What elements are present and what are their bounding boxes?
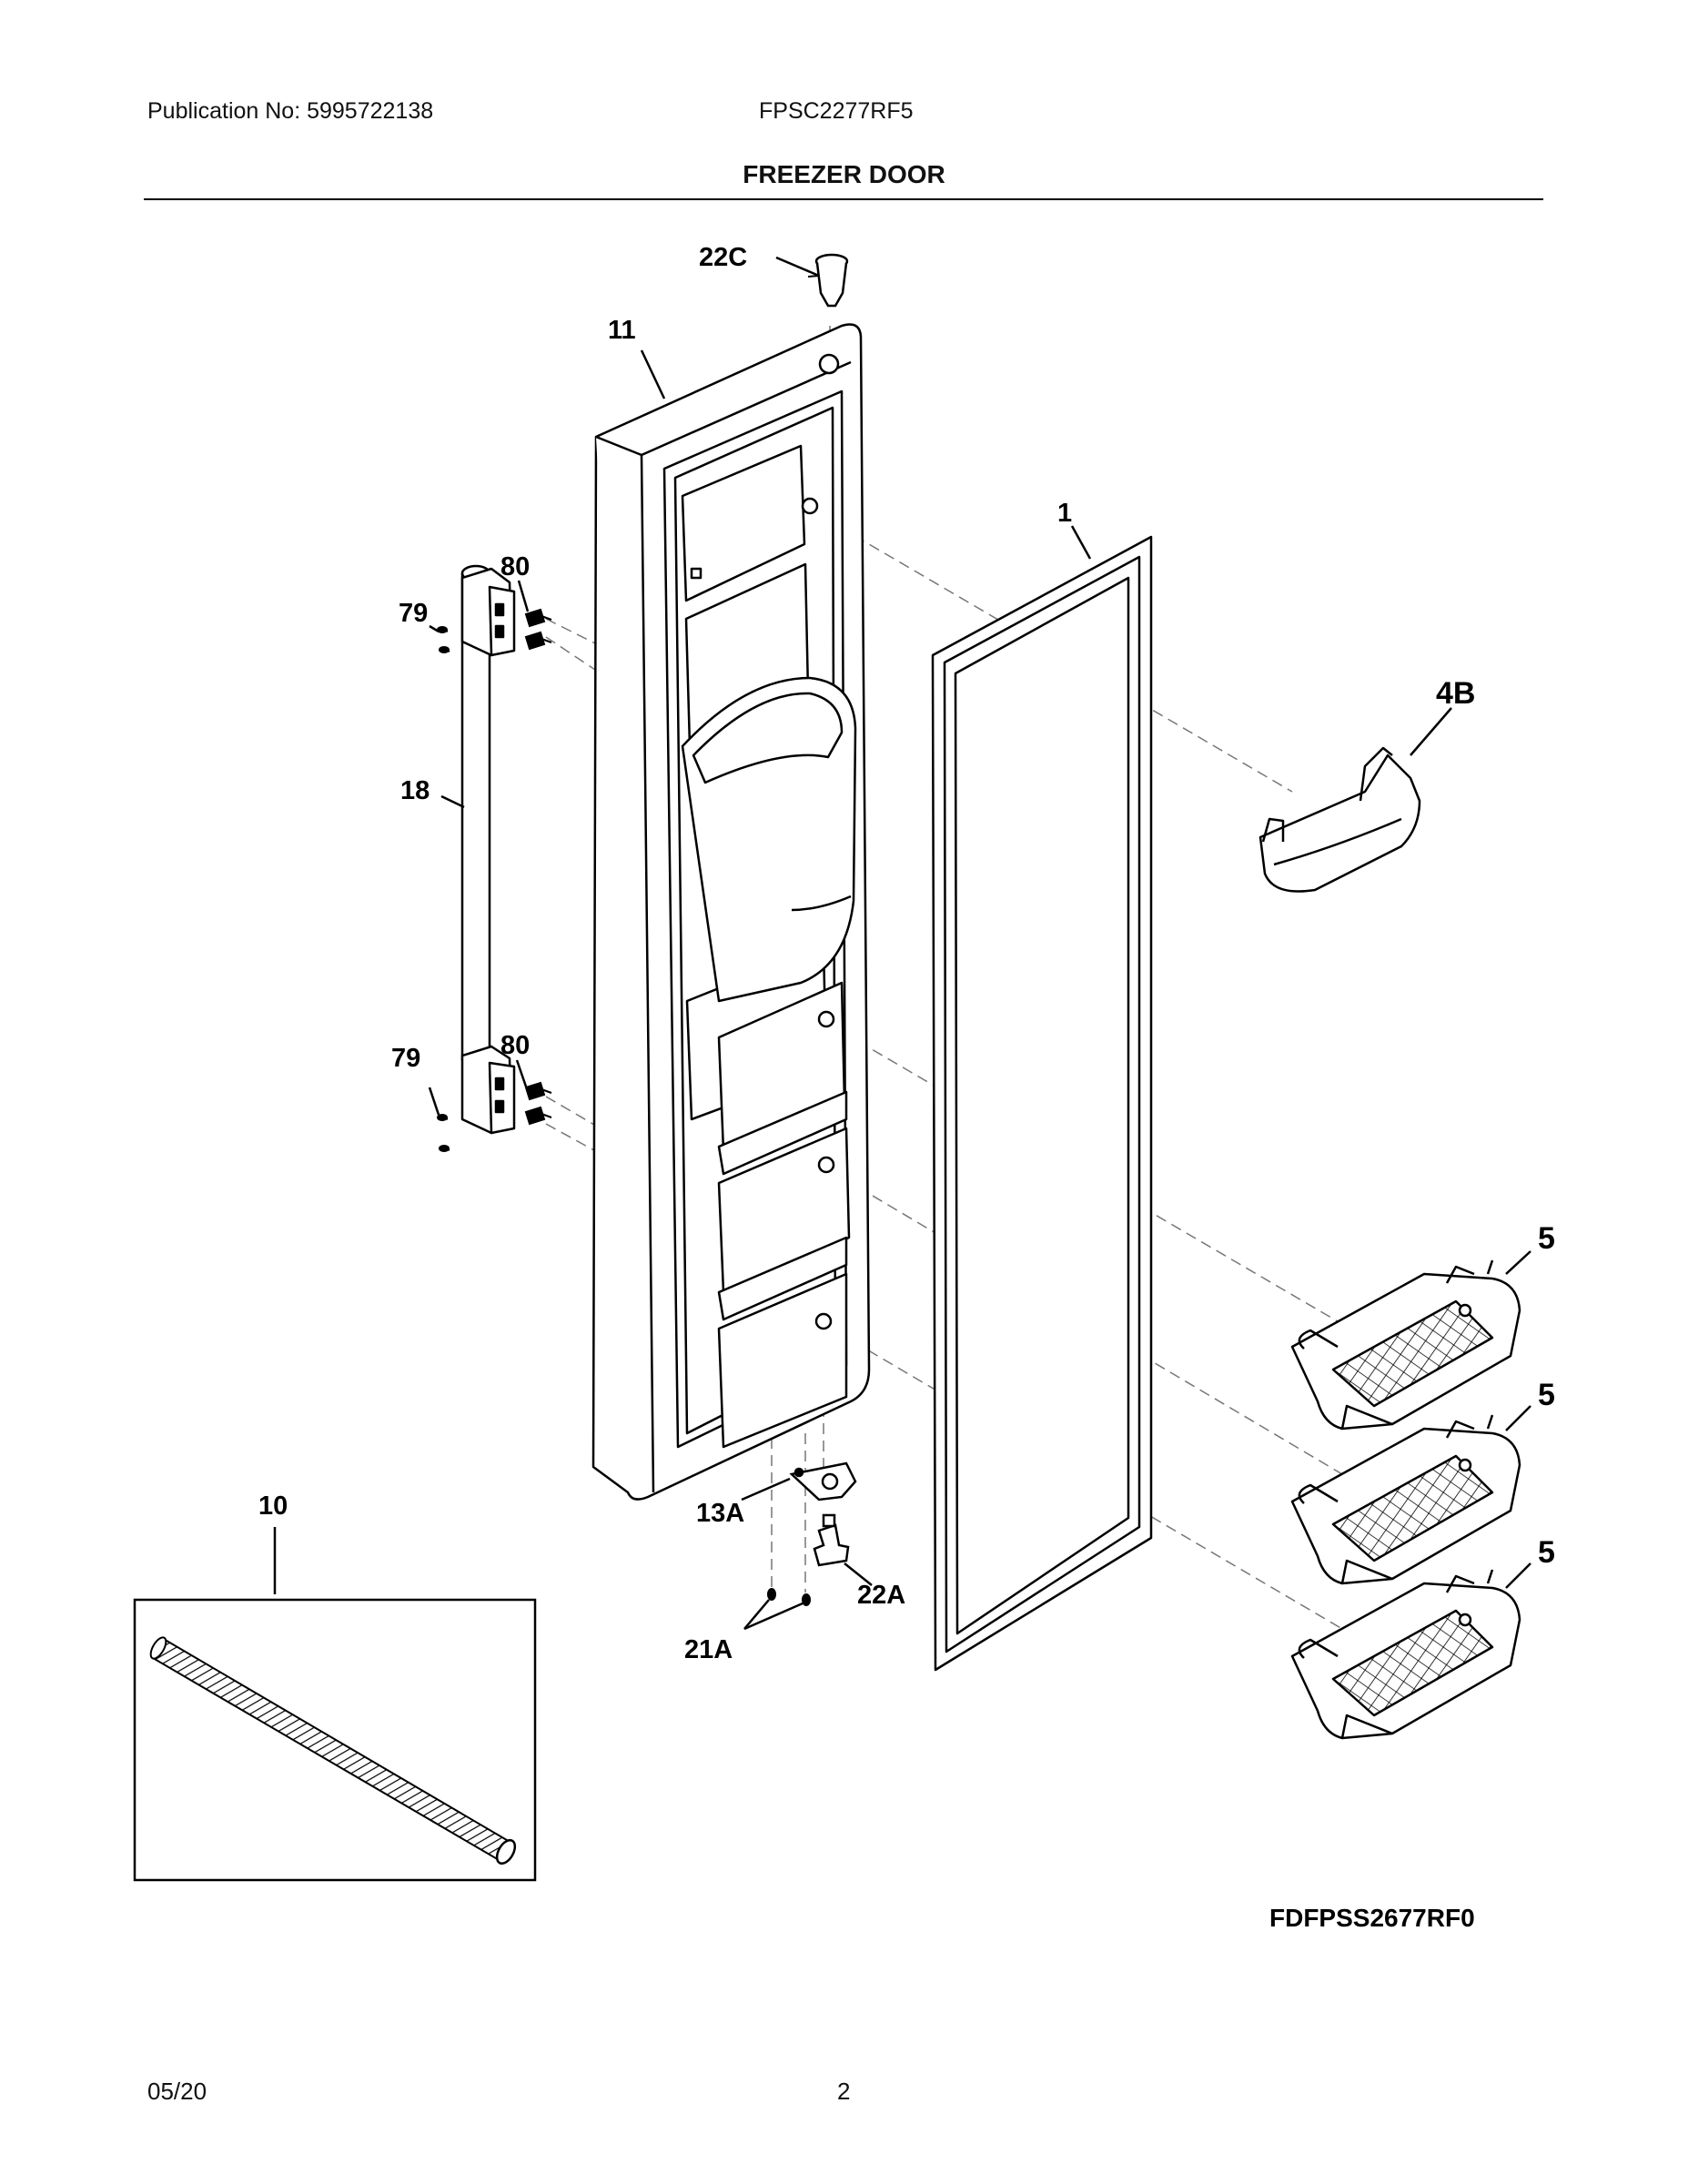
bushing-22a: [813, 1513, 850, 1567]
section-title: FREEZER DOOR: [743, 160, 945, 188]
publication-number: Publication No: 5995722138: [147, 98, 434, 124]
freezer-door-panel: [591, 323, 871, 1501]
header-divider: [144, 198, 1543, 200]
callout-80-lower: 80: [500, 1031, 530, 1060]
hinge-bracket-13a: [789, 1461, 857, 1502]
shelf-basket-5: [1290, 1568, 1521, 1740]
callout-11: 11: [608, 316, 636, 345]
door-bin-4b: [1258, 746, 1421, 893]
callout-79-upper: 79: [399, 599, 428, 628]
screws-79: [437, 626, 450, 1152]
callout-80-upper: 80: [500, 552, 530, 581]
footer-date: 05/20: [147, 2078, 207, 2105]
callout-5-middle: 5: [1538, 1378, 1555, 1412]
door-gasket: [931, 535, 1153, 1672]
callout-21a: 21A: [684, 1635, 733, 1664]
callout-22a: 22A: [857, 1581, 905, 1610]
diagram-reference-code: FDFPSS2677RF0: [1269, 1904, 1475, 1932]
screws-21a: [767, 1588, 811, 1606]
studs-80: [524, 608, 552, 1126]
callout-22c: 22C: [699, 243, 747, 272]
callout-5-top: 5: [1538, 1221, 1555, 1256]
model-number: FPSC2277RF5: [759, 98, 914, 124]
callout-13a: 13A: [696, 1499, 744, 1528]
callout-5-bottom: 5: [1538, 1535, 1555, 1570]
callout-18: 18: [400, 776, 430, 805]
callout-leader-lines: [273, 256, 1531, 1631]
callout-79-lower: 79: [391, 1044, 420, 1073]
callout-10: 10: [258, 1491, 288, 1521]
callout-1: 1: [1057, 499, 1072, 528]
cap-22c: [814, 253, 849, 308]
page-number: 2: [837, 2078, 851, 2105]
tube-part-10-box: [133, 1598, 537, 1882]
shelf-basket-5: [1290, 1413, 1521, 1585]
door-handle: [460, 564, 516, 1135]
callout-4b: 4B: [1436, 676, 1475, 711]
shelf-basket-5: [1290, 1259, 1521, 1431]
